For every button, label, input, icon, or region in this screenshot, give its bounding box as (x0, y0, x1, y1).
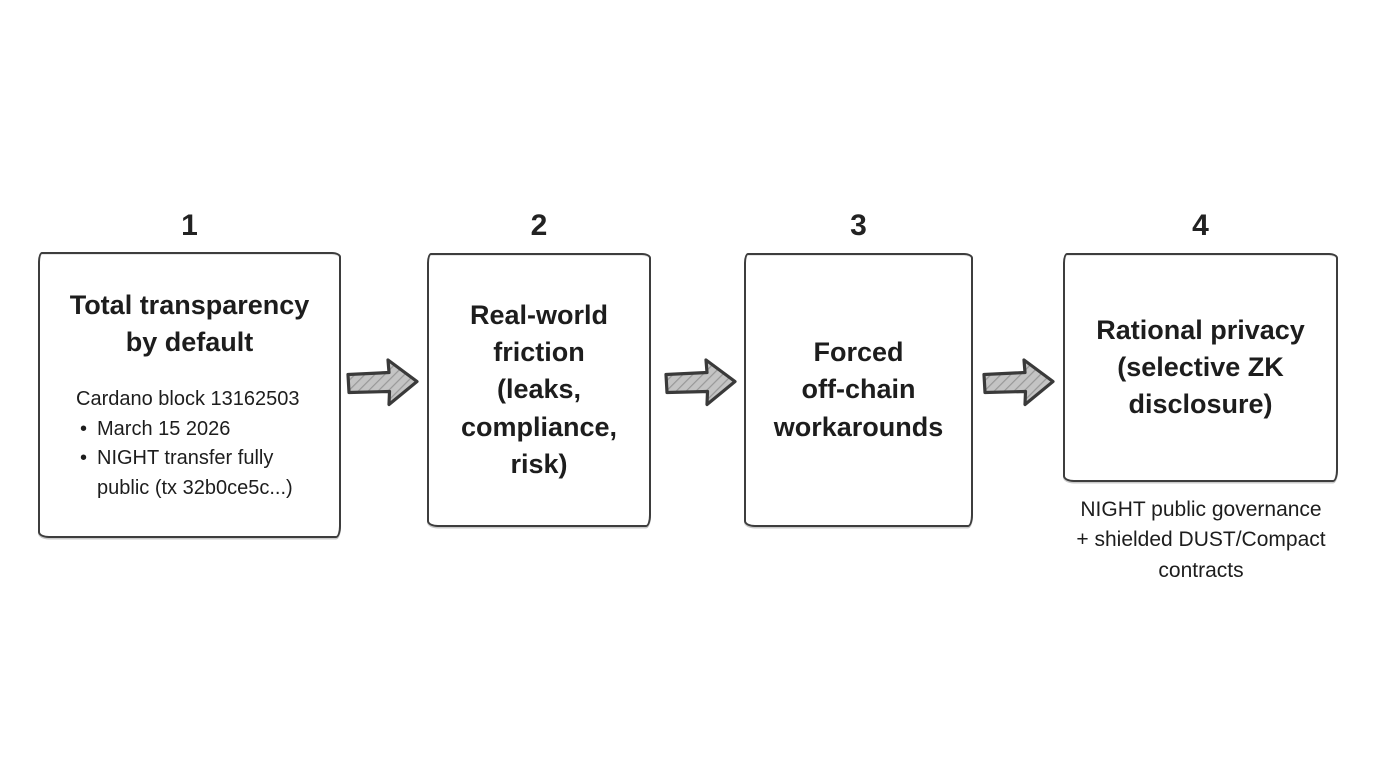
bullet-text: NIGHT transfer fully public (tx 32b0ce5c… (97, 447, 293, 499)
step-1-number: 1 (181, 209, 198, 242)
bullet-text: March 15 2026 (97, 417, 231, 440)
flow-arrow-icon (346, 358, 419, 407)
step-2-box: Real-world friction (leaks, compliance, … (427, 253, 651, 527)
flow-arrow-icon (982, 358, 1055, 407)
step-3-box: Forced off-chain workarounds (744, 253, 973, 527)
step-4-number: 4 (1192, 209, 1209, 242)
flow-arrow-icon (664, 358, 737, 407)
step-1-bullet-list: March 15 2026 NIGHT transfer fully publi… (76, 415, 321, 504)
step-2-title: Real-world friction (leaks, compliance, … (460, 299, 618, 479)
bullet-item: NIGHT transfer fully public (tx 32b0ce5c… (76, 444, 321, 503)
step-4-title: Rational privacy (selective ZK disclosur… (1096, 314, 1305, 420)
step-1-title: Total transparency by default (69, 289, 310, 357)
step-1-body-intro: Cardano block 13162503 (76, 388, 300, 411)
step-2-number: 2 (530, 209, 548, 242)
step-3-title: Forced off-chain workarounds (773, 337, 944, 442)
step-3-number: 3 (850, 209, 867, 242)
step-4-box: Rational privacy (selective ZK disclosur… (1063, 253, 1338, 482)
bullet-item: March 15 2026 (76, 415, 321, 445)
step-4-caption: NIGHT public governance + shielded DUST/… (1076, 498, 1326, 582)
step-1-box: Total transparency by default Cardano bl… (38, 252, 341, 538)
step-1-details: Cardano block 13162503 March 15 2026 NIG… (40, 385, 339, 503)
